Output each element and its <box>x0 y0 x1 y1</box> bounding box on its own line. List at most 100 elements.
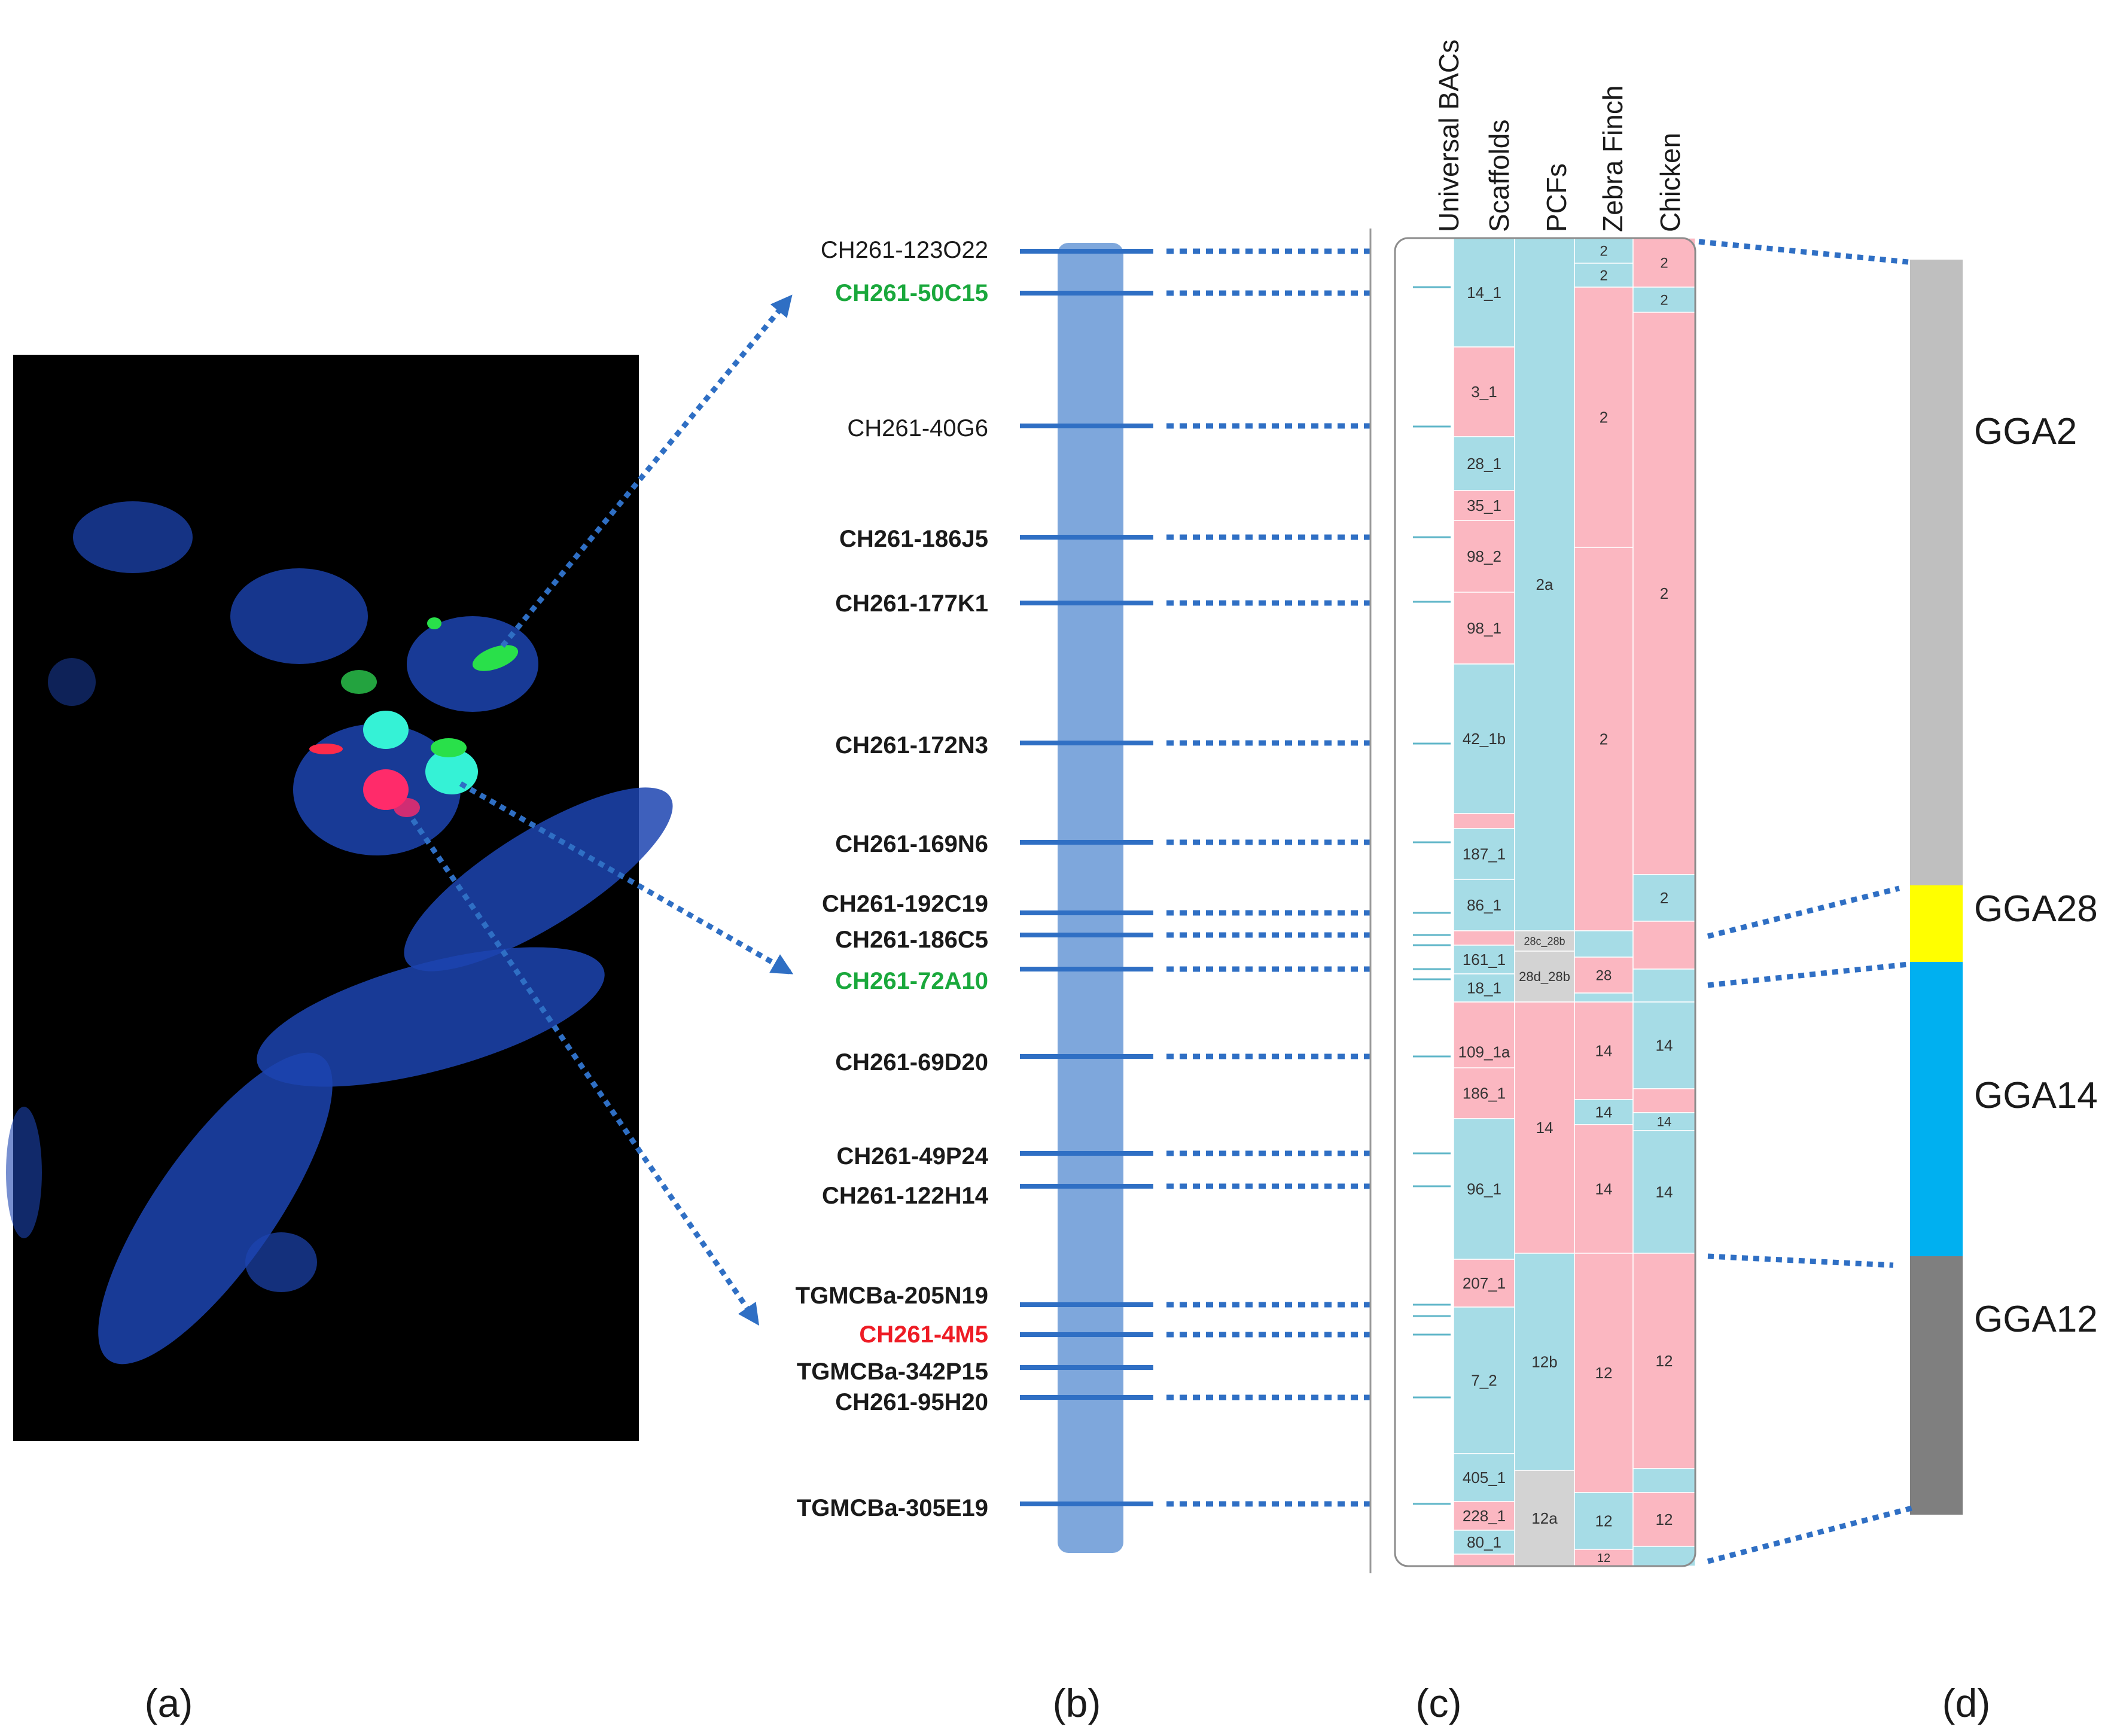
scaffold-block-label: 186_1 <box>1463 1085 1506 1102</box>
pcf-block <box>1514 1253 1575 1471</box>
bac-label: CH261-186J5 <box>839 526 988 552</box>
zebra-finch-block-label: 2 <box>1600 409 1608 427</box>
scaffold-block <box>1453 945 1515 974</box>
bac-label: CH261-69D20 <box>835 1049 988 1076</box>
scaffold-block-label: 14_1 <box>1467 284 1501 301</box>
bac-label: CH261-95H20 <box>835 1389 988 1415</box>
chromosome-blob <box>73 501 193 573</box>
pcf-block-label: 28c_28b <box>1524 935 1565 948</box>
zebra-finch-block-label: 12 <box>1597 1552 1610 1565</box>
chicken-block <box>1632 1468 1696 1493</box>
zebra-finch-block-label: 28 <box>1596 967 1612 983</box>
bac-label-group: CH261-123O22CH261-50C15CH261-40G6CH261-1… <box>796 237 989 1521</box>
fish-to-label-arrows <box>410 294 794 1326</box>
scaffold-block-label: 35_1 <box>1467 497 1501 514</box>
scaffold-block <box>1453 592 1515 665</box>
pcf-block-label: 12b <box>1531 1353 1557 1371</box>
bac-label: TGMCBa-342P15 <box>797 1359 988 1385</box>
scaffold-block-label: 109_1a <box>1458 1043 1510 1061</box>
chromosome-ideogram <box>1058 243 1123 1553</box>
chicken-block-label: 2 <box>1660 889 1668 907</box>
zebra-finch-block-label: 14 <box>1595 1103 1613 1121</box>
chicken-block <box>1632 1088 1696 1113</box>
scaffold-block <box>1453 346 1515 437</box>
bac-label: TGMCBa-305E19 <box>797 1495 988 1521</box>
chromosome-blob <box>6 1107 42 1238</box>
gga-segment <box>1910 1256 1963 1515</box>
zebra-finch-block <box>1574 992 1634 1003</box>
gga-segment <box>1910 885 1963 962</box>
chromosome-blob <box>245 1232 317 1292</box>
scaffold-block-label: 28_1 <box>1467 455 1501 473</box>
pcf-block <box>1514 951 1575 1003</box>
scaffold-block-label: 86_1 <box>1467 896 1501 914</box>
scaffold-block-label: 18_1 <box>1467 979 1501 997</box>
column-header-pcfs: PCFs <box>1541 163 1572 232</box>
pcf-block <box>1514 1001 1575 1254</box>
scaffold-block-label: 405_1 <box>1463 1469 1506 1487</box>
chromosome-blob <box>98 1052 333 1365</box>
column-header-zebra-finch: Zebra Finch <box>1597 86 1628 232</box>
green-signal <box>341 670 377 694</box>
scaffold-block <box>1453 1067 1515 1119</box>
scaffold-block <box>1453 1501 1515 1531</box>
bac-label: CH261-123O22 <box>821 237 988 263</box>
green-signal <box>431 738 467 757</box>
bac-label: CH261-169N6 <box>835 831 988 857</box>
scaffold-block <box>1453 1554 1515 1567</box>
gga-connector <box>1698 239 1909 265</box>
pcf-block <box>1514 930 1575 952</box>
arrow-to-50c15 <box>500 294 793 648</box>
scaffold-block <box>1453 1530 1515 1555</box>
pcf-block-label: 12a <box>1531 1509 1558 1527</box>
red-signal <box>309 744 343 754</box>
column-header-universal-bacs: Universal BACs <box>1433 39 1464 232</box>
zebra-finch-block-label: 14 <box>1595 1180 1613 1198</box>
panel-label-d: (d) <box>1942 1681 1991 1725</box>
scaffold-block <box>1453 1118 1515 1260</box>
bac-label: CH261-177K1 <box>835 590 988 617</box>
column-header-scaffolds: Scaffolds <box>1484 120 1515 232</box>
bac-label: CH261-122H14 <box>822 1183 989 1209</box>
gga-label: GGA28 <box>1974 888 2098 930</box>
pcf-block-label: 14 <box>1536 1119 1554 1137</box>
scaffold-block <box>1453 663 1515 814</box>
bac-label: CH261-192C19 <box>822 891 988 917</box>
pcf-block-label: 2a <box>1536 575 1554 593</box>
gga-segment <box>1910 260 1963 885</box>
scaffold-block <box>1453 436 1515 491</box>
scaffold-block <box>1453 1259 1515 1308</box>
gga-segment <box>1910 962 1963 1256</box>
comparative-grid: 14_13_128_135_198_298_142_1b187_186_1161… <box>1395 237 1696 1567</box>
fish-micrograph <box>6 355 673 1441</box>
scaffold-block <box>1453 1453 1515 1502</box>
chicken-block-label: 14 <box>1656 1183 1673 1201</box>
chicken-block-label: 14 <box>1657 1114 1671 1129</box>
zebra-finch-block-label: 14 <box>1595 1042 1613 1060</box>
chicken-block <box>1632 287 1696 313</box>
zebra-finch-block <box>1574 930 1634 958</box>
scaffold-block <box>1453 973 1515 1003</box>
scaffold-block-label: 42_1b <box>1463 730 1506 748</box>
gga-connector <box>1707 961 1909 988</box>
chicken-block <box>1632 1112 1696 1131</box>
scaffold-block-label: 96_1 <box>1467 1180 1501 1198</box>
zebra-finch-block <box>1574 547 1634 931</box>
scaffold-block-label: 3_1 <box>1471 383 1497 401</box>
bac-label: CH261-72A10 <box>835 968 988 994</box>
chicken-block <box>1632 1253 1696 1469</box>
bac-label: CH261-50C15 <box>835 280 988 306</box>
zebra-finch-block <box>1574 1549 1634 1567</box>
zebra-finch-block-label: 2 <box>1600 267 1607 284</box>
bac-label: CH261-4M5 <box>859 1321 988 1348</box>
bac-label: TGMCBa-205N19 <box>796 1283 988 1309</box>
scaffold-block <box>1453 1306 1515 1454</box>
pcf-block-label: 28d_28b <box>1519 969 1570 984</box>
universal-bacs-column <box>1395 238 1454 1566</box>
gga-label: GGA14 <box>1974 1075 2098 1116</box>
gga-label: GGA12 <box>1974 1299 2098 1340</box>
gga-connector <box>1707 1253 1894 1268</box>
chicken-block-label: 2 <box>1660 255 1668 271</box>
scaffold-block-label: 207_1 <box>1463 1274 1506 1292</box>
